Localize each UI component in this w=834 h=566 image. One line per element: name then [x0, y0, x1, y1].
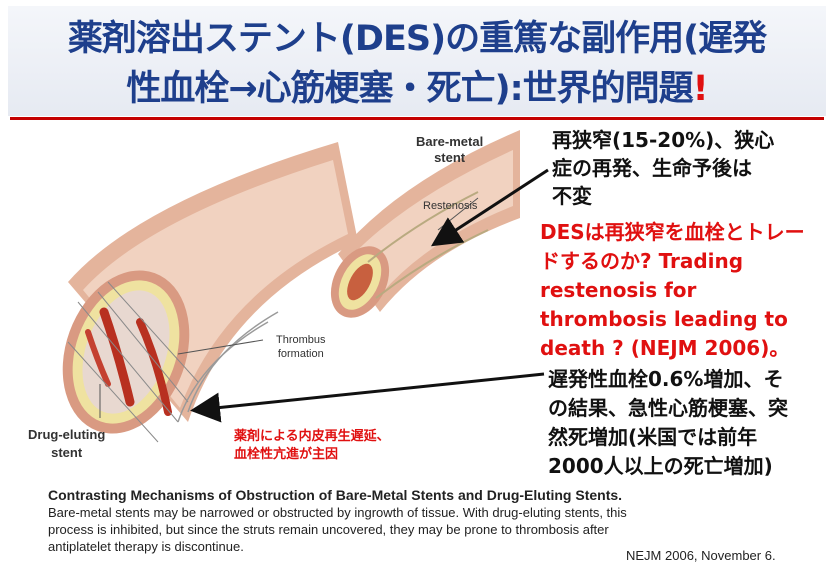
trading-question-line-1: DESは再狭窄を血栓とトレー: [540, 218, 805, 247]
late-thrombosis-line-1: 遅発性血栓0.6%増加、そ: [548, 365, 788, 394]
mechanism-note-line-1: 薬剤による内皮再生遅延、: [234, 428, 390, 446]
mechanism-note: 薬剤による内皮再生遅延、 血栓性亢進が主因: [234, 428, 390, 464]
title-exclamation: !: [693, 69, 708, 109]
figure-caption: Contrasting Mechanisms of Obstruction of…: [48, 487, 828, 555]
restenosis-effects-text: 再狭窄(15-20%)、狭心 症の再発、生命予後は 不変: [552, 126, 774, 210]
trading-question-line-5: death ? (NEJM 2006)。: [540, 334, 805, 363]
caption-body-line-1: Bare-metal stents may be narrowed or obs…: [48, 504, 828, 521]
thrombus-label-line-2: formation: [276, 347, 326, 361]
restenosis-effects-line-1: 再狭窄(15-20%)、狭心: [552, 126, 774, 154]
late-thrombosis-line-2: の結果、急性心筋梗塞、突: [548, 394, 788, 423]
drug-eluting-vessel: [41, 142, 358, 451]
thrombus-label: Thrombus formation: [276, 333, 326, 361]
bare-metal-label-line-2: stent: [416, 150, 483, 166]
mechanism-note-line-2: 血栓性亢進が主因: [234, 446, 390, 464]
source-citation: NEJM 2006, November 6.: [626, 548, 776, 563]
trading-question-text: DESは再狭窄を血栓とトレー ドするのか? Trading restenosis…: [540, 218, 805, 363]
restenosis-effects-line-3: 不変: [552, 182, 774, 210]
bare-metal-label-line-1: Bare-metal: [416, 134, 483, 150]
title-line-2-text: 性血栓→心筋梗塞・死亡):世界的問題: [126, 69, 692, 109]
drug-eluting-label-line-2: stent: [28, 444, 105, 462]
stent-figure: Bare-metal stent Restenosis Thrombus for…: [8, 122, 520, 484]
trading-question-line-2: ドするのか? Trading: [540, 247, 805, 276]
trading-question-line-4: thrombosis leading to: [540, 305, 805, 334]
late-thrombosis-line-3: 然死増加(米国では前年: [548, 423, 788, 452]
caption-body-line-2: process is inhibited, but since the stru…: [48, 521, 828, 538]
trading-question-line-3: restenosis for: [540, 276, 805, 305]
drug-eluting-label-line-1: Drug-eluting: [28, 426, 105, 444]
late-thrombosis-line-4: 2000人以上の死亡増加): [548, 452, 788, 481]
bare-metal-stent-label: Bare-metal stent: [416, 134, 483, 166]
caption-title: Contrasting Mechanisms of Obstruction of…: [48, 487, 828, 504]
thrombus-label-line-1: Thrombus: [276, 333, 326, 347]
title-divider: [10, 117, 824, 120]
restenosis-effects-line-2: 症の再発、生命予後は: [552, 154, 774, 182]
title-line-2: 性血栓→心筋梗塞・死亡):世界的問題!: [8, 60, 826, 111]
drug-eluting-stent-label: Drug-eluting stent: [28, 426, 105, 462]
title-line-1: 薬剤溶出ステント(DES)の重篤な副作用(遅発: [8, 10, 826, 61]
title-box: 薬剤溶出ステント(DES)の重篤な副作用(遅発 性血栓→心筋梗塞・死亡):世界的…: [8, 6, 826, 116]
restenosis-label: Restenosis: [423, 200, 477, 212]
late-thrombosis-text: 遅発性血栓0.6%増加、そ の結果、急性心筋梗塞、突 然死増加(米国では前年 2…: [548, 365, 788, 481]
